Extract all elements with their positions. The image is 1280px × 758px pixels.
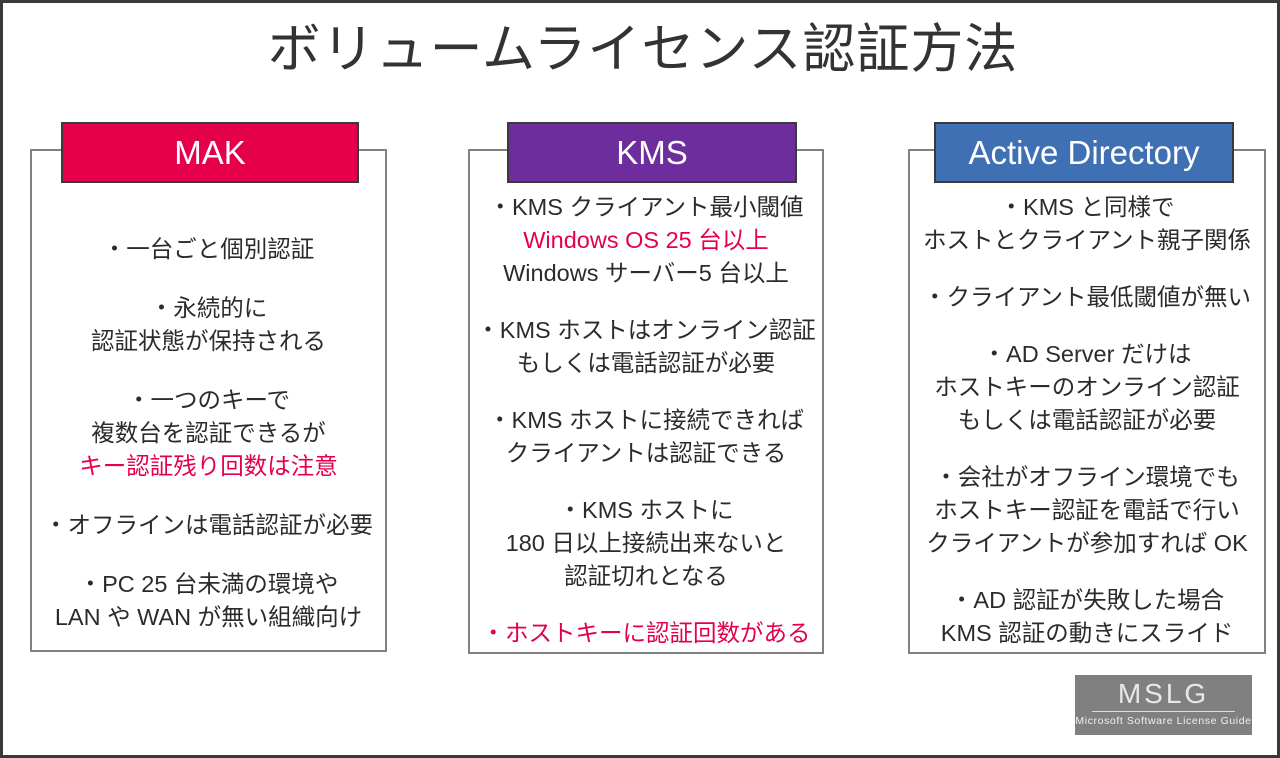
list-item: ・一つのキーで 複数台を認証できるが: [91, 387, 326, 446]
column-body-mak: ・一台ごと個別認証 ・永続的に 認証状態が保持される ・一つのキーで 複数台を認…: [32, 233, 385, 634]
list-item-highlight: Windows OS 25 台以上: [523, 227, 769, 253]
list-item: ・KMS クライアント最小閾値: [488, 194, 804, 220]
list-item: ・会社がオフライン環境でも ホストキー認証を電話で行い クライアントが参加すれば…: [926, 464, 1248, 556]
column-header-active-directory: Active Directory: [934, 122, 1234, 183]
mslg-wordmark: MSLG: [1117, 678, 1210, 709]
list-item: ・永続的に 認証状態が保持される: [91, 295, 326, 354]
list-item: ・KMS ホストに接続できれば クライアントは認証できる: [488, 407, 804, 466]
list-item: ・KMS ホストに 180 日以上接続出来ないと 認証切れとなる: [505, 497, 787, 589]
divider: [1092, 711, 1235, 712]
list-item: ・KMS ホストはオンライン認証 もしくは電話認証が必要: [476, 317, 816, 376]
list-item-highlight: キー認証残り回数は注意: [79, 453, 338, 479]
list-item: ・一台ごと個別認証: [102, 236, 315, 262]
list-item: ・PC 25 台未満の環境や LAN や WAN が無い組織向け: [54, 571, 363, 630]
mslg-logo: MSLG Microsoft Software License Guide: [1075, 675, 1252, 735]
column-body-kms: ・KMS クライアント最小閾値 Windows OS 25 台以上 Window…: [470, 191, 822, 674]
list-item: ・クライアント最低閾値が無い: [922, 284, 1252, 310]
column-header-kms: KMS: [507, 122, 797, 183]
mslg-subtitle: Microsoft Software License Guide: [1075, 715, 1252, 727]
column-body-active-directory: ・KMS と同様で ホストとクライアント親子関係 ・クライアント最低閾値が無い …: [910, 191, 1264, 674]
list-item: ・AD Server だけは ホストキーのオンライン認証 もしくは電話認証が必要: [934, 341, 1240, 433]
column-header-mak: MAK: [61, 122, 359, 183]
column-card-kms: ・KMS クライアント最小閾値 Windows OS 25 台以上 Window…: [468, 149, 824, 654]
column-card-active-directory: ・KMS と同様で ホストとクライアント親子関係 ・クライアント最低閾値が無い …: [908, 149, 1266, 654]
list-item: Windows サーバー5 台以上: [503, 260, 789, 286]
list-item: ・AD 認証が失敗した場合 KMS 認証の動きにスライド: [940, 587, 1234, 646]
list-item: ・KMS と同様で ホストとクライアント親子関係: [922, 194, 1252, 253]
page-title: ボリュームライセンス認証方法: [267, 20, 1019, 79]
column-card-mak: ・一台ごと個別認証 ・永続的に 認証状態が保持される ・一つのキーで 複数台を認…: [30, 149, 387, 652]
list-item-highlight: ・ホストキーに認証回数がある: [481, 620, 811, 646]
list-item: ・オフラインは電話認証が必要: [44, 512, 373, 538]
